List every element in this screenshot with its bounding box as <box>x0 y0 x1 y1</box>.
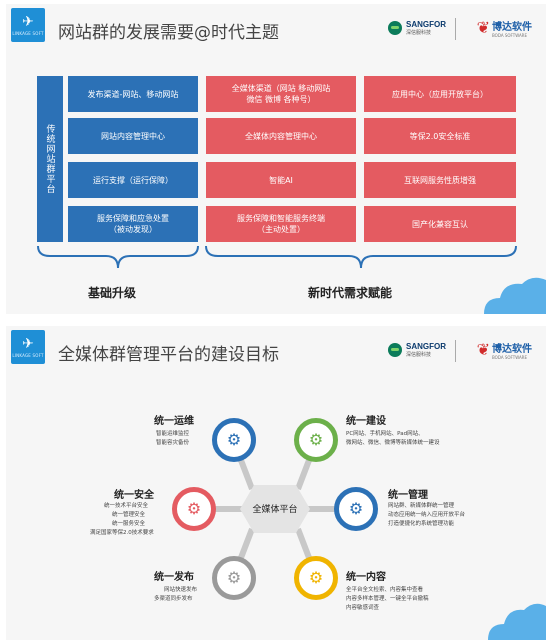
gear-icon: ⚙ <box>186 499 202 518</box>
ring-content: ⚙ <box>294 556 338 600</box>
cloud-decoration <box>488 603 546 640</box>
cell-row2-base: 网站内容管理中心 <box>68 118 198 154</box>
cell-row1-base: 发布渠道-网站、移动网站 <box>68 76 198 112</box>
cell-row4-extra: 国产化兼容互认 <box>364 206 516 242</box>
desc-line: 统一管理安全 <box>112 512 146 518</box>
gear-icon: ⚙ <box>348 499 364 518</box>
boda-cn: BODA SOFTWARE <box>492 355 527 360</box>
ring-build: ⚙ <box>294 418 338 462</box>
sangfor-brand: SANGFOR 深信服科技 <box>388 20 446 36</box>
boda-name: 博达软件 <box>492 344 532 355</box>
boda-cn: BODA SOFTWARE <box>492 33 527 38</box>
cell-row3-extra: 互联网服务性质增强 <box>364 162 516 198</box>
gear-icon: ⚙ <box>226 430 242 449</box>
desc-line: 统一技术平台安全 <box>104 503 149 509</box>
cell-row1-extra: 应用中心（应用开放平台） <box>364 76 516 112</box>
side-label-text: 传统网站群平台 <box>44 124 55 194</box>
node-manage-title: 统一管理 <box>388 490 428 501</box>
node-publish-title: 统一发布 <box>154 572 194 583</box>
desc-line: 微网站、微信、微博等新媒体统一建设 <box>346 440 440 446</box>
slide-construction-goals: ✈ LINKAGE SOFT 全媒体群管理平台的建设目标 SANGFOR 深信服… <box>6 326 546 640</box>
boda-name: 博达软件 <box>492 22 532 33</box>
node-publish-desc: 网站快速发布 多渠道同步发布 <box>154 586 197 604</box>
sangfor-cn: 深信服科技 <box>406 352 432 358</box>
footer-base-upgrade: 基础升级 <box>88 286 137 300</box>
cloud-decoration <box>484 277 546 314</box>
slide-website-group-development: ✈ LINKAGE SOFT 网站群的发展需要@时代主题 SANGFOR 深信服… <box>6 4 546 314</box>
footer-new-demand: 新时代需求赋能 <box>308 286 393 300</box>
node-build-title: 统一建设 <box>346 416 386 427</box>
brace-new <box>205 245 517 269</box>
cell-row2-extra: 等保2.0安全标准 <box>364 118 516 154</box>
gear-icon: ⚙ <box>308 568 324 587</box>
desc-line: 智能容灾备份 <box>156 440 190 446</box>
boda-brand: ❦ 博达软件 BODA SOFTWARE <box>476 340 532 361</box>
desc-line: 统一服务安全 <box>112 521 146 527</box>
cell-row1-new: 全媒体渠道（网站 移动网站 微信 微博 各种号） <box>206 76 356 112</box>
brand-divider <box>455 340 456 362</box>
desc-line: 网站群、新媒体群统一管理 <box>388 503 455 509</box>
gear-icon: ⚙ <box>308 430 324 449</box>
node-security-title: 统一安全 <box>114 490 154 501</box>
node-security-desc: 统一技术平台安全 统一管理安全 统一服务安全 满足国家等保2.0技术要求 <box>90 502 154 538</box>
node-build-desc: PC网站、手机网站、Pad网站、 微网站、微信、微博等新媒体统一建设 <box>346 430 440 448</box>
cell-row3-base: 运行支撑（运行保障） <box>68 162 198 198</box>
traditional-platform-label: 传统网站群平台 <box>37 76 63 242</box>
slide-title: 网站群的发展需要@时代主题 <box>58 23 279 43</box>
desc-line: 内容多样本管理、一键全平台撤稿 <box>346 596 429 602</box>
node-content-desc: 全平台全文检索、内容集中查看 内容多样本管理、一键全平台撤稿 内容敏感词查 <box>346 586 429 613</box>
ring-security: ⚙ <box>172 487 216 531</box>
ring-publish: ⚙ <box>212 556 256 600</box>
cell-row3-new: 智能AI <box>206 162 356 198</box>
boda-brand: ❦ 博达软件 BODA SOFTWARE <box>476 18 532 39</box>
sangfor-brand: SANGFOR 深信服科技 <box>388 342 446 358</box>
node-manage-desc: 网站群、新媒体群统一管理 动态应用统一纳入应用开放平台 打造便捷化的系统管理功能 <box>388 502 465 529</box>
logo-caption: LINKAGE SOFT <box>12 30 44 36</box>
sangfor-cn: 深信服科技 <box>406 30 432 36</box>
desc-line: 智能运维监控 <box>156 431 190 437</box>
bird-logo-icon: ✈ <box>22 13 34 30</box>
boda-logo-icon: ❦ <box>476 18 490 37</box>
sangfor-name: SANGFOR <box>406 342 446 351</box>
node-ops-desc: 智能运维监控 智能容灾备份 <box>156 430 189 448</box>
bird-logo-icon: ✈ <box>22 335 34 352</box>
desc-line: 全平台全文检索、内容集中查看 <box>346 587 424 593</box>
sangfor-logo-icon <box>388 21 402 35</box>
desc-line: 打造便捷化的系统管理功能 <box>388 521 455 527</box>
node-content-title: 统一内容 <box>346 572 386 583</box>
slide-title: 全媒体群管理平台的建设目标 <box>58 345 279 365</box>
desc-line: 满足国家等保2.0技术要求 <box>90 530 154 536</box>
cell-row4-new: 服务保障和智能服务终端 （主动处置） <box>206 206 356 242</box>
cell-row2-new: 全媒体内容管理中心 <box>206 118 356 154</box>
hub-hexagon <box>240 485 310 533</box>
ring-ops: ⚙ <box>212 418 256 462</box>
gear-icon: ⚙ <box>226 568 242 587</box>
linkage-logo: ✈ LINKAGE SOFT <box>11 330 45 364</box>
brand-divider <box>455 18 456 40</box>
desc-line: 动态应用统一纳入应用开放平台 <box>388 512 466 518</box>
hub-label: 全媒体平台 <box>252 505 298 515</box>
connector-lines <box>212 440 338 578</box>
logo-caption: LINKAGE SOFT <box>12 352 44 358</box>
ring-manage: ⚙ <box>334 487 378 531</box>
desc-line: PC网站、手机网站、Pad网站、 <box>346 431 424 437</box>
node-ops-title: 统一运维 <box>154 416 194 427</box>
boda-logo-icon: ❦ <box>476 340 490 359</box>
sangfor-logo-icon <box>388 343 402 357</box>
linkage-logo: ✈ LINKAGE SOFT <box>11 8 45 42</box>
desc-line: 内容敏感词查 <box>346 605 380 611</box>
desc-line: 网站快速发布 <box>164 587 198 593</box>
desc-line: 多渠道同步发布 <box>154 596 193 602</box>
sangfor-name: SANGFOR <box>406 20 446 29</box>
brace-base <box>37 245 199 269</box>
cell-row4-base: 服务保障和应急处置 （被动发现） <box>68 206 198 242</box>
